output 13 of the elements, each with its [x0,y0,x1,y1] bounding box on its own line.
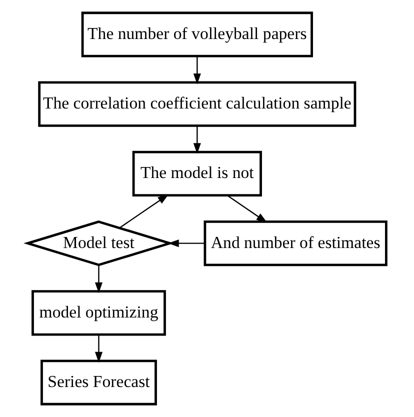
node-box: The model is not [132,150,262,196]
node-box: The number of volleyball papers [81,12,313,58]
arrow [168,240,205,248]
node-box: model optimizing [32,290,166,336]
arrow [94,334,103,363]
node-box: The correlation coefficient calculation sample [38,81,356,127]
arrow [193,126,201,154]
arrow [226,194,268,223]
arrow [193,56,201,84]
node-box: Series Forecast [40,360,157,406]
arrow [94,265,103,294]
node-box: And number of estimates [204,220,388,266]
arrow [119,194,169,228]
